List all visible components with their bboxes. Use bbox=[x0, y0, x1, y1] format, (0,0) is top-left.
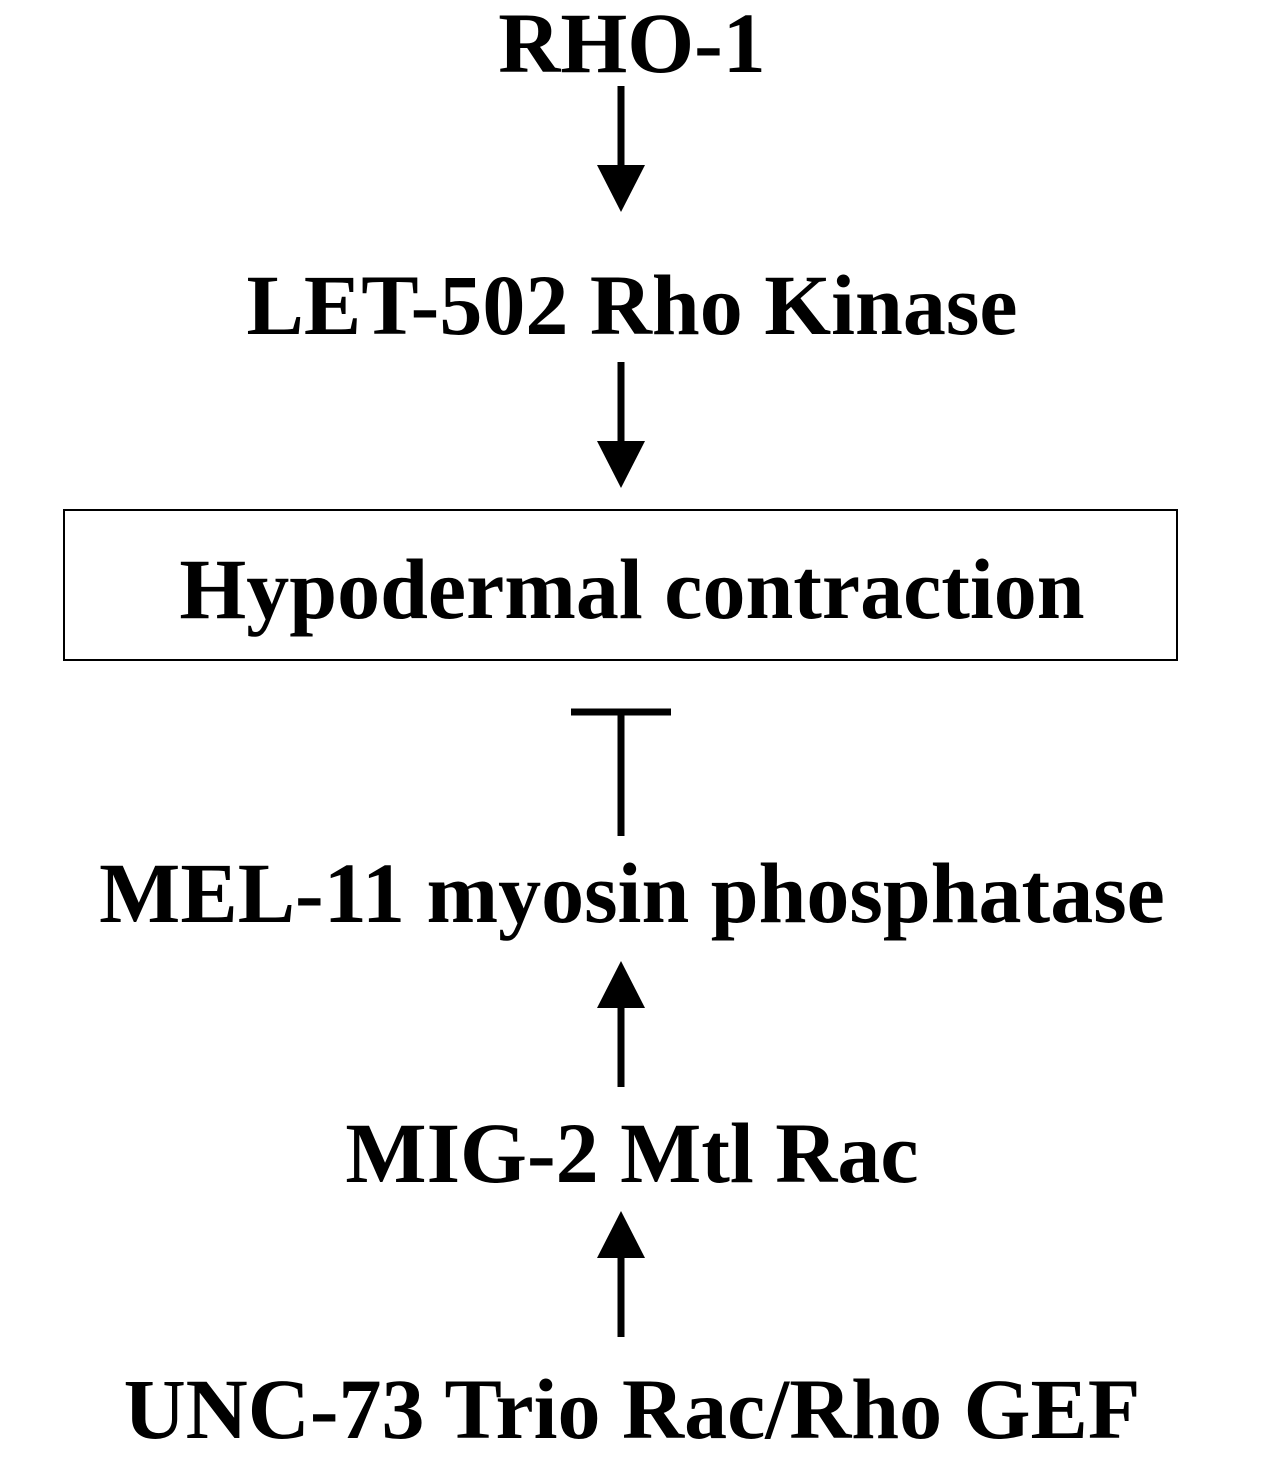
node-mel-11-myosin-phosphatase: MEL-11 myosin phosphatase bbox=[99, 845, 1165, 941]
arrow-let502-to-hypodermal bbox=[597, 362, 645, 488]
arrow-rho1-to-let502 bbox=[597, 86, 645, 212]
arrow-mig2-to-mel11 bbox=[597, 961, 645, 1087]
node-unc-73-trio-gef: UNC-73 Trio Rac/Rho GEF bbox=[123, 1361, 1141, 1457]
hypodermal-contraction-box bbox=[63, 509, 1178, 661]
arrow-unc73-to-mig2 bbox=[597, 1211, 645, 1337]
node-mig-2-mtl-rac: MIG-2 Mtl Rac bbox=[345, 1105, 919, 1201]
node-rho-1: RHO-1 bbox=[498, 0, 766, 91]
node-hypodermal-contraction: Hypodermal contraction bbox=[179, 541, 1085, 637]
inhibition-mel11-to-hypodermal bbox=[571, 708, 671, 836]
node-let-502-rho-kinase: LET-502 Rho Kinase bbox=[246, 257, 1018, 353]
